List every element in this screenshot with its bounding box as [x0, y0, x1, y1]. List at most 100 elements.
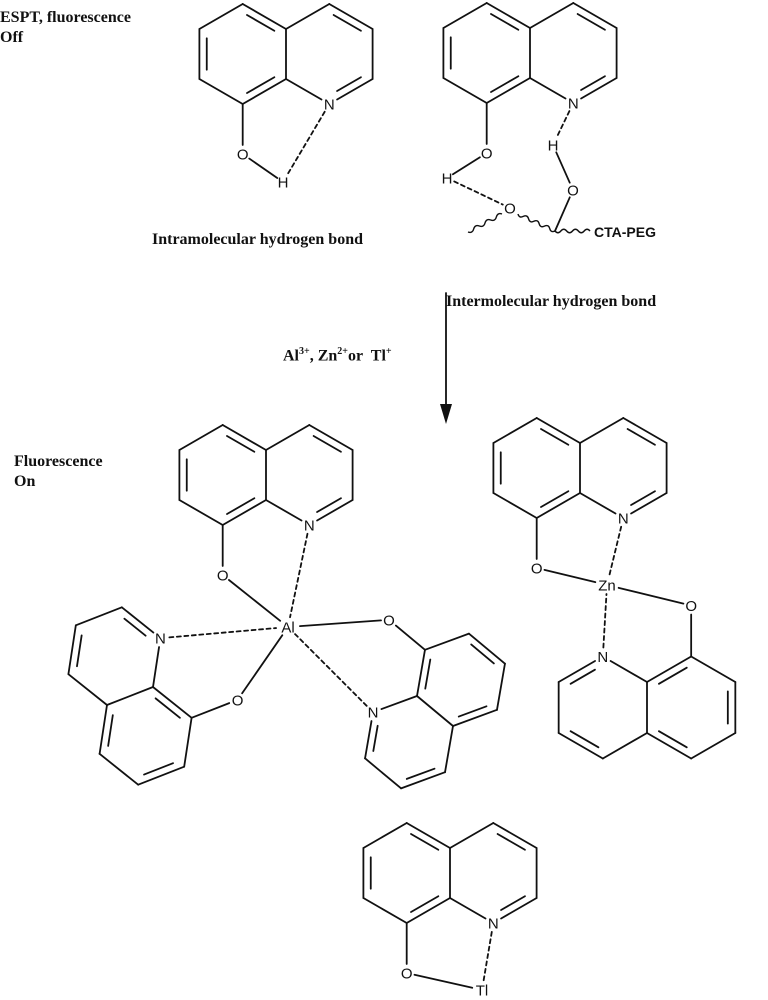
tl-ligand-double-bond — [496, 833, 526, 851]
coordination-bond — [289, 532, 309, 619]
tl-ligand-double-bond — [500, 895, 526, 911]
al-ligand-3-double-bond — [424, 658, 432, 690]
zn-ligand-1-bond — [630, 492, 668, 515]
bond — [248, 157, 279, 179]
separator: , — [309, 347, 318, 365]
zn-ligand-2-oxygen: O — [685, 598, 697, 615]
al-ligand-1-bond — [316, 499, 354, 522]
tl-ligand-bond — [405, 897, 451, 924]
hydrogen-bond — [555, 110, 571, 139]
al-ligand-1-nitrogen: N — [304, 518, 315, 535]
zn-charge: 2+ — [337, 346, 348, 357]
hq-intramolecular-bond — [285, 78, 323, 101]
al-ligand-2-bond — [183, 716, 193, 768]
coordination-bond — [299, 619, 382, 628]
coordination-bond — [413, 973, 474, 989]
hq-intramolecular-double-bond — [246, 14, 276, 32]
zn-ligand-2-bond — [601, 732, 648, 760]
al-ligand-2-double-bond — [154, 697, 181, 719]
hq-intermolecular-bond — [529, 2, 575, 29]
zn-ligand-2-bond — [646, 655, 693, 683]
coordination-bond — [228, 579, 282, 622]
al-ligand-3-double-bond — [372, 724, 379, 752]
al-ligand-3-bond — [416, 648, 426, 697]
tl-charge: + — [385, 346, 392, 357]
zn-ligand-2-double-bond — [658, 666, 688, 685]
al-ligand-2-oxygen: O — [232, 692, 244, 709]
hq-intermolecular-bond — [485, 77, 531, 104]
al-ligand-2-bond — [137, 765, 186, 786]
peg-oxygen: O — [567, 183, 579, 200]
al-ligand-3-bond — [496, 662, 506, 711]
al-ligand-1-bond — [221, 424, 267, 451]
state-off-line2: Off — [0, 29, 24, 46]
zn-ligand-2-bond — [646, 732, 693, 760]
hydrogen: H — [442, 171, 453, 188]
al-ligand-1-bond — [178, 424, 224, 451]
hq-intermolecular-oxygen: O — [481, 146, 493, 163]
al-ligand-1-oxygen: O — [217, 568, 229, 585]
hq-intramolecular-double-bond — [336, 76, 362, 92]
al-ligand-2-bond — [152, 686, 193, 719]
zn-symbol: Zn — [317, 347, 338, 365]
hq-intermolecular-double-bond — [576, 13, 606, 31]
reagent-label: Al3+, Zn2+or Tl+ — [283, 342, 392, 366]
al-ligand-2-bond — [74, 606, 123, 627]
zn-ligand-2-bond — [557, 732, 604, 760]
al-ligand-2-bond — [106, 686, 154, 706]
hq-intramolecular-bond — [241, 78, 287, 105]
coordination-bond — [482, 930, 493, 983]
al-ligand-3-bond — [400, 771, 446, 790]
hq-intermolecular-bond — [485, 2, 531, 29]
hq-intramolecular-double-bond — [332, 14, 362, 32]
hq-intermolecular-bond — [580, 77, 618, 100]
hq-intermolecular-bond — [442, 77, 488, 104]
tl-ligand-double-bond — [410, 833, 440, 851]
zn-ligand-1-bond — [492, 417, 538, 444]
al-ligand-3-bond — [394, 624, 426, 651]
aluminium: Al — [281, 620, 294, 637]
hq-intermolecular-nitrogen: N — [568, 96, 579, 113]
separator: or — [347, 347, 367, 365]
coordination-bond — [608, 525, 623, 578]
al-ligand-2-bond — [190, 702, 231, 719]
al-ligand-2-double-bond — [76, 634, 83, 668]
al-ligand-3-bond — [364, 720, 373, 760]
hq-intermolecular-bond — [442, 2, 488, 29]
peg-oxygen: O — [504, 201, 516, 218]
zn-ligand-1-bond — [492, 492, 538, 519]
tl-ligand-bond — [362, 822, 408, 849]
hq-intermolecular-bond — [572, 2, 618, 29]
intramolecular-label: Intramolecular hydrogen bond — [152, 231, 363, 248]
tl-symbol: Tl — [370, 347, 386, 365]
coordination-bond — [294, 633, 368, 707]
hq-intramolecular-bond — [198, 78, 244, 105]
al-ligand-1-bond — [221, 499, 267, 526]
al-ligand-2-bond — [152, 646, 160, 688]
zn-ligand-1-bond — [579, 417, 625, 444]
coordination-bond — [168, 627, 277, 639]
zn-ligand-1-bond — [535, 492, 581, 519]
zn-ligand-1-oxygen: O — [531, 561, 543, 578]
zn-ligand-1-bond — [535, 417, 581, 444]
al-ligand-2-bond — [98, 704, 108, 755]
al-ligand-2-double-bond — [107, 714, 114, 747]
al-ligand-1-double-bond — [312, 435, 342, 453]
al-ligand-3-bond — [416, 695, 454, 727]
al-ligand-3-bond — [468, 632, 506, 665]
al-ligand-1-double-bond — [226, 435, 256, 453]
zn-ligand-2-nitrogen: N — [597, 649, 608, 666]
intermolecular-label: Intermolecular hydrogen bond — [446, 293, 657, 310]
zn-ligand-1-bond — [579, 492, 617, 515]
al-ligand-1-bond — [178, 499, 224, 526]
al-charge: 3+ — [299, 346, 310, 357]
zn-ligand-2-double-bond — [569, 730, 600, 749]
al-symbol: Al — [283, 347, 299, 365]
zn-ligand-2-bond — [690, 655, 737, 683]
al-ligand-2-bond — [120, 606, 155, 634]
hq-intramolecular-double-bond — [246, 76, 276, 94]
state-off-label: ESPT, fluorescence Off — [0, 8, 131, 48]
al-ligand-2-nitrogen: N — [155, 631, 166, 648]
